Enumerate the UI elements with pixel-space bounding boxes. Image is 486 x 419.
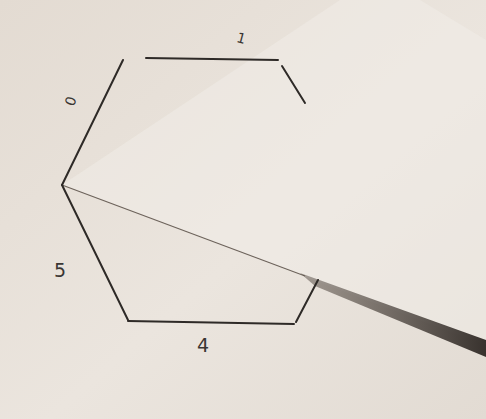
fold-edge xyxy=(62,185,305,276)
side-number-text: 0 xyxy=(62,94,78,107)
hexagon-side xyxy=(128,321,294,324)
hexagon-side xyxy=(62,185,128,320)
hexagon-sides xyxy=(62,58,318,324)
fold-shadow xyxy=(300,273,486,357)
side-number: 0 xyxy=(55,86,85,116)
hexagon-side xyxy=(146,58,278,60)
hexagon-side xyxy=(296,280,318,322)
side-number-text: 4 xyxy=(197,336,209,355)
side-number: 5 xyxy=(45,255,75,285)
paper-flap xyxy=(62,0,486,345)
side-number-text: 5 xyxy=(54,261,66,280)
side-number-text: 1 xyxy=(235,30,247,46)
hexagon-side xyxy=(62,60,123,185)
side-number: 4 xyxy=(188,330,218,360)
hexagon-side xyxy=(282,66,305,103)
side-number: 1 xyxy=(226,23,256,53)
